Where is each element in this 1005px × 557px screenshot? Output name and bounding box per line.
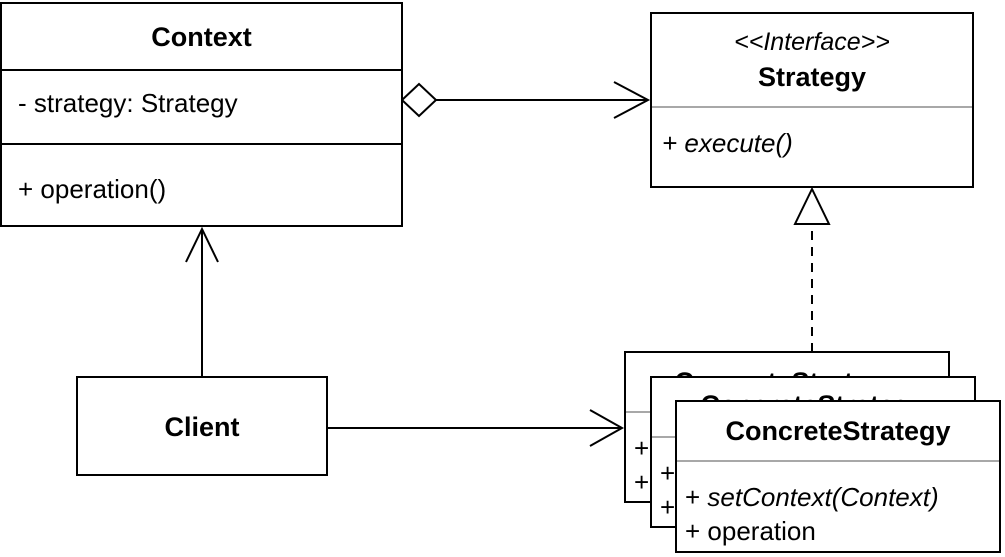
concrete-strategy-operation: + operation: [685, 516, 816, 546]
context-divider-1: [2, 69, 401, 71]
client-context-arrowhead: [185, 226, 219, 263]
concrete-strategy-back-marker-1: +: [634, 433, 650, 463]
aggregation-diamond: [400, 82, 438, 118]
client-class: Client: [76, 376, 328, 476]
strategy-divider: [652, 106, 972, 108]
concrete-strategy-title: ConcreteStrategy: [725, 416, 951, 446]
concrete-strategy-front: ConcreteStrategy + setContext(Context) +…: [675, 400, 1001, 553]
context-class-title: Context: [151, 22, 252, 52]
context-divider-2: [2, 143, 401, 145]
strategy-interface: <<Interface>> Strategy + execute(): [650, 12, 974, 188]
aggregation-arrowhead: [613, 81, 651, 119]
concrete-strategy-method-name: setContext(Context): [707, 482, 939, 512]
context-operation: + operation(): [18, 174, 167, 204]
concrete-strategy-middle-marker-1: +: [660, 458, 676, 488]
client-title: Client: [164, 412, 240, 442]
client-concrete-arrowhead: [589, 409, 625, 447]
concrete-strategy-back-marker-2: +: [634, 467, 650, 497]
context-class: Context - strategy: Strategy + operation…: [0, 2, 403, 227]
strategy-operation: + execute(): [662, 128, 793, 158]
realization-triangle: [793, 186, 831, 225]
concrete-strategy-middle-marker-2: +: [660, 492, 676, 522]
concrete-strategy-divider: [677, 460, 999, 462]
concrete-strategy-method: + setContext(Context): [677, 482, 999, 513]
strategy-stereotype: <<Interface>>: [734, 28, 890, 56]
context-attribute: - strategy: Strategy: [18, 88, 238, 118]
concrete-strategy-method-prefix: +: [685, 482, 701, 512]
strategy-title: Strategy: [757, 62, 867, 92]
